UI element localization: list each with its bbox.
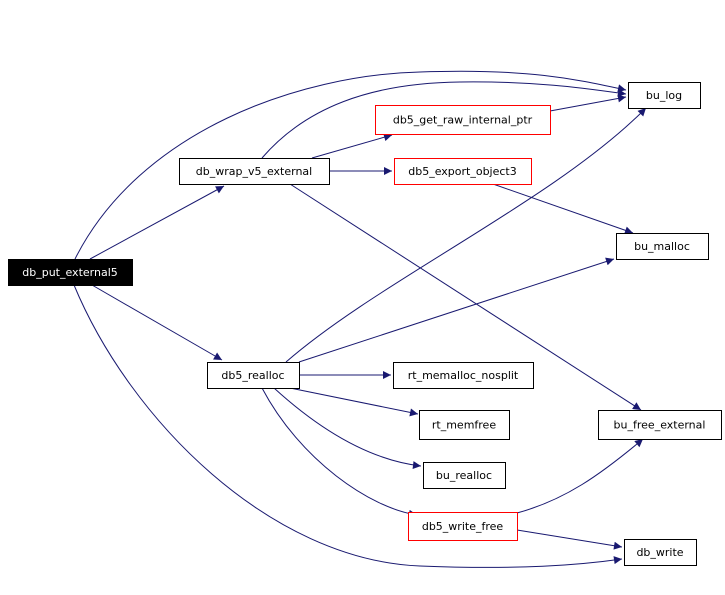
edge-db5-realloc-to-bu-malloc [298,257,615,363]
edge-db-put-external5-to-bu-log [74,70,627,260]
node-label: bu_log [646,89,682,102]
edge-db5-realloc-to-rt-memfree [289,387,419,417]
edge-db-put-external5-to-db-wrap-v5-external [89,185,225,260]
node-box [598,410,722,440]
node-bu-malloc[interactable]: bu_malloc [616,233,709,260]
edge-db5-write-free-to-bu-free-external [516,438,644,514]
edge-db-put-external5-to-db5-realloc [91,284,223,361]
edge-db5-realloc-to-bu-realloc [273,387,422,470]
node-rt-memalloc-nosplit[interactable]: rt_memalloc_nosplit [393,362,534,389]
node-label: bu_malloc [634,240,690,253]
node-box [616,233,709,260]
nodes: db_put_external5 db_wrap_v5_external db5_r… [8,82,722,566]
node-box [8,259,133,286]
node-box [624,539,697,566]
edge-db-wrap-v5-external-to-db5-get-raw-internal-ptr [311,133,393,159]
node-bu-free-external[interactable]: bu_free_external [598,410,722,440]
edges [73,70,647,568]
node-db-wrap-v5-external[interactable]: db_wrap_v5_external [179,158,330,185]
edge-db-wrap-v5-external-to-bu-free-external [289,183,642,411]
node-label: rt_memfree [432,419,496,432]
node-db5-export-object3[interactable]: db5_export_object3 [394,158,532,185]
node-db5-write-free[interactable]: db5_write_free [408,512,518,541]
edge-db5-realloc-to-db5-write-free [261,387,418,518]
edge-db-wrap-v5-external-to-bu-log [261,81,627,159]
node-box [394,158,532,185]
edge-db5-get-raw-internal-ptr-to-bu-log [549,94,627,112]
node-db5-realloc[interactable]: db5_realloc [207,362,300,389]
node-label: db_put_external5 [22,266,118,279]
node-box [423,462,506,489]
node-box [628,82,701,109]
node-label: db5_realloc [221,369,284,382]
node-bu-log[interactable]: bu_log [628,82,701,109]
node-db-write[interactable]: db_write [624,539,697,566]
node-bu-realloc[interactable]: bu_realloc [423,462,506,489]
node-rt-memfree[interactable]: rt_memfree [419,410,510,440]
edge-db5-write-free-to-db-write [516,529,623,550]
edge-db5-export-object3-to-bu-malloc [492,183,634,235]
edge-db-put-external5-to-db-write [73,284,623,568]
node-label: bu_realloc [436,469,492,482]
node-box [207,362,300,389]
node-label: rt_memalloc_nosplit [408,369,519,382]
node-label: db_write [636,546,683,559]
node-label: bu_free_external [614,419,706,432]
node-box [408,512,518,541]
node-label: db_wrap_v5_external [196,165,312,178]
node-box [375,105,551,135]
node-box [393,362,534,389]
node-db5-get-raw-internal-ptr[interactable]: db5_get_raw_internal_ptr [375,105,551,135]
node-label: db5_export_object3 [408,165,517,178]
node-box [419,410,510,440]
node-label: db5_write_free [422,520,504,533]
edge-db5-realloc-to-bu-log [285,107,647,363]
node-label: db5_get_raw_internal_ptr [393,114,533,127]
node-db-put-external5: db_put_external5 [8,259,133,286]
node-box [179,158,330,185]
